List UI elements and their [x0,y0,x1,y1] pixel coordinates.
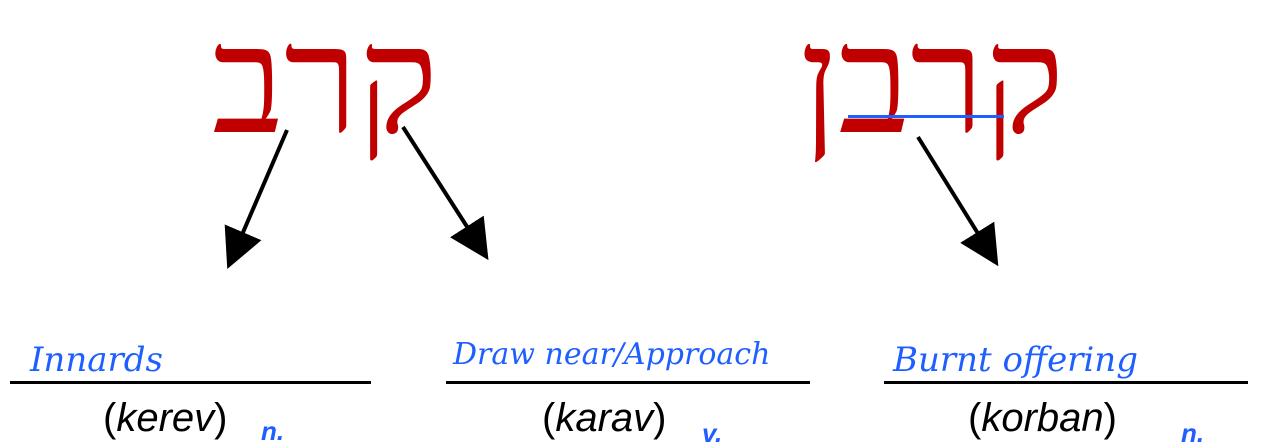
arrow-to-kerev [224,129,289,270]
handwritten-meaning-innards: Innards [30,340,163,380]
answer-line-korban [884,381,1248,384]
handwritten-meaning-draw-near: Draw near/Approach [453,337,771,372]
root-word-karav: קרב [212,0,439,168]
transliteration-karav: (karav) [542,396,667,440]
handwritten-meaning-burnt-offering: Burnt offering [893,340,1138,380]
part-of-speech-kerev: n. [261,416,285,446]
transliteration-kerev: (kerev) [103,396,228,440]
part-of-speech-korban: n. [1181,418,1205,448]
answer-line-karav [446,381,810,384]
transliteration-korban: (korban) [968,396,1117,440]
suffix-underline [848,115,1004,118]
root-word-korban: קרבן [800,0,1065,168]
arrow-to-karav [401,125,489,261]
part-of-speech-karav: v. [702,418,723,448]
arrow-to-korban [916,135,999,267]
answer-line-kerev [10,381,371,384]
